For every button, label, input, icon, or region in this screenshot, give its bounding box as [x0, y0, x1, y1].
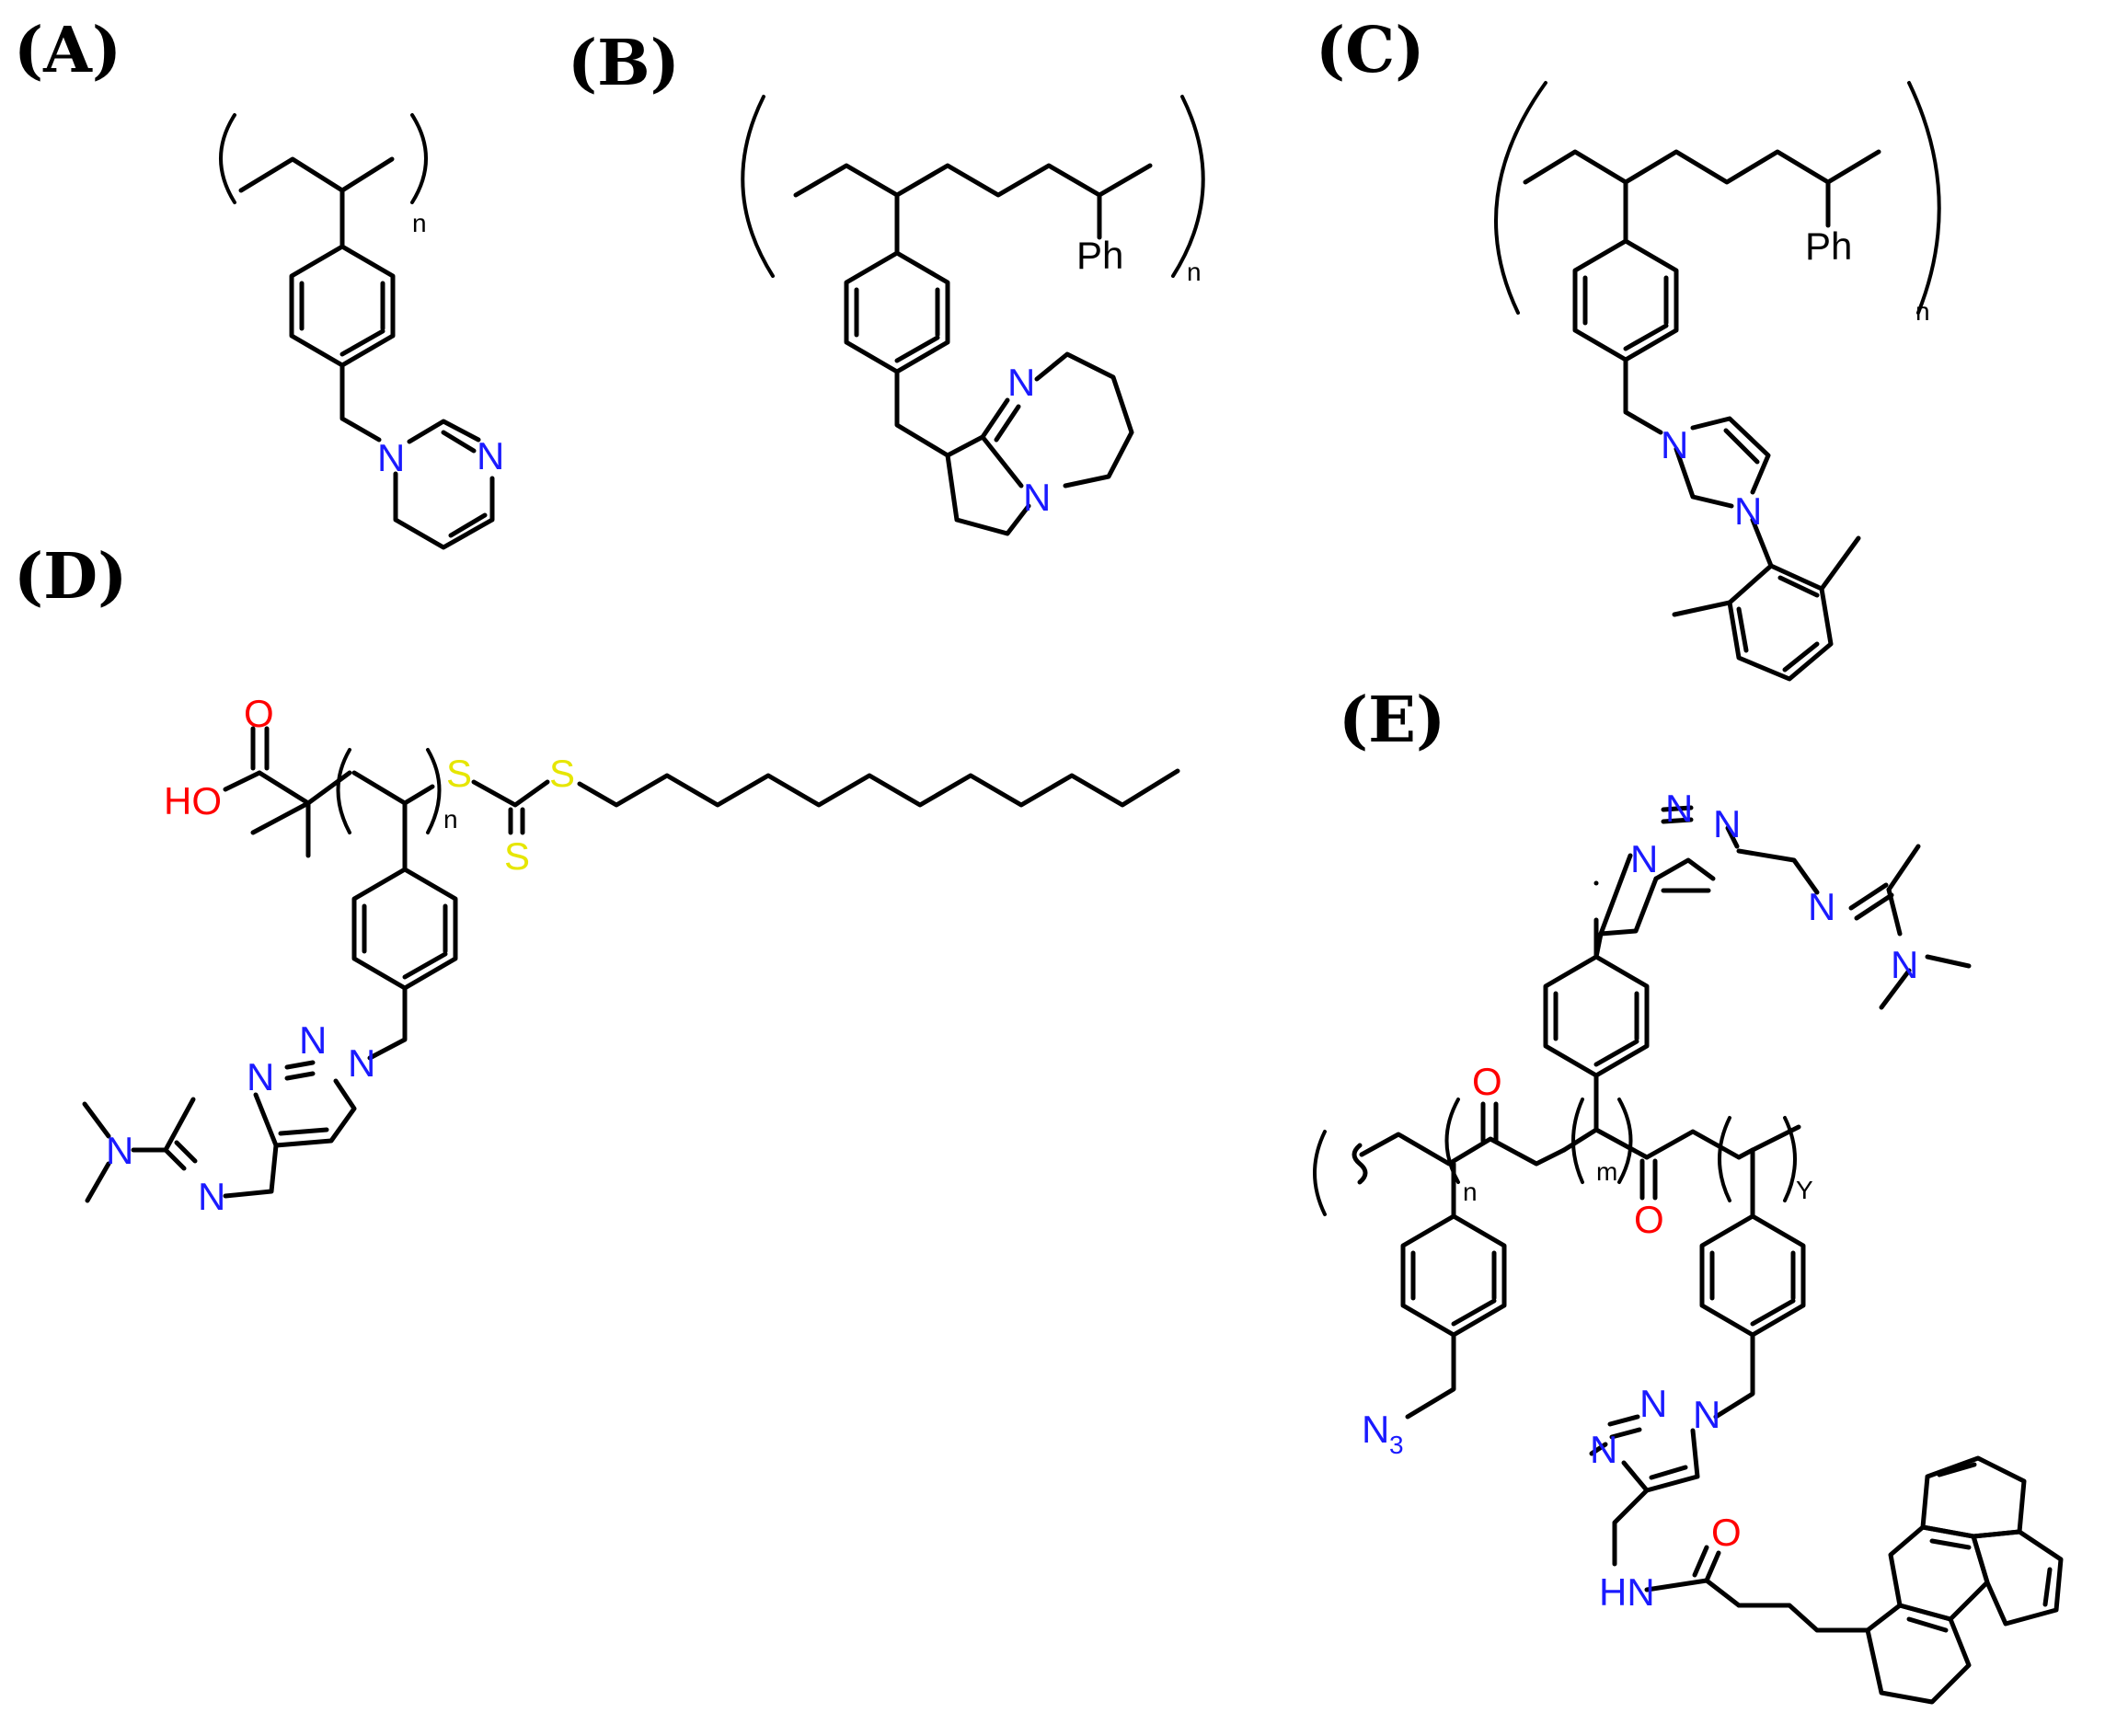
- atom-n-d3: N: [247, 1055, 274, 1098]
- bracket-right-a: [410, 113, 428, 204]
- subscript-n-c: n: [1915, 297, 1930, 326]
- atom-s-d3: S: [504, 834, 530, 878]
- atom-n3-e: N: [1362, 1408, 1389, 1451]
- panel-label-a: (A): [14, 14, 121, 87]
- atom-ph-c: Ph: [1805, 224, 1852, 268]
- atom-ho-d: HO: [164, 779, 222, 822]
- subscript-y-e: Y: [1796, 1176, 1813, 1204]
- atom-n-e6: N: [1693, 1393, 1720, 1436]
- bracket-left-e: [1313, 1130, 1327, 1216]
- atom-n-e5: N: [1891, 943, 1918, 986]
- subscript-n-e: n: [1463, 1178, 1478, 1206]
- atom-ph-b: Ph: [1076, 234, 1123, 277]
- atom-n-b2: N: [1023, 476, 1051, 519]
- atom-s-d2: S: [549, 752, 575, 795]
- bracket-right-e-m: [1617, 1098, 1633, 1184]
- structure-a: N N n: [219, 113, 504, 550]
- atom-n-a2: N: [477, 434, 504, 477]
- bracket-right-b: [1171, 95, 1205, 278]
- atom-s-d1: S: [446, 752, 472, 795]
- atom-o-e3: O: [1711, 1511, 1742, 1554]
- structure-c: N N Ph n: [1494, 81, 1941, 682]
- atom-n-d2: N: [299, 1018, 327, 1062]
- bracket-left-e-y: [1718, 1116, 1731, 1202]
- atom-n-b1: N: [1007, 361, 1035, 404]
- atom-o-e1: O: [1472, 1060, 1502, 1103]
- bracket-right-d: [426, 748, 442, 834]
- atom-n-e2: N: [1713, 802, 1741, 845]
- bracket-right-e-y: [1783, 1116, 1797, 1202]
- panel-label-c: (C): [1316, 14, 1424, 87]
- bracket-left-a: [219, 113, 236, 204]
- panel-label-e: (E): [1339, 684, 1445, 757]
- structure-b: N N Ph n: [741, 95, 1205, 536]
- subscript-n-d: n: [443, 805, 458, 834]
- atom-n-d5: N: [106, 1129, 133, 1172]
- atom-n-e1: N: [1665, 787, 1693, 830]
- atom-n-e4: N: [1808, 885, 1835, 928]
- atom-n-c2: N: [1734, 489, 1762, 533]
- atom-n-a1: N: [377, 436, 405, 479]
- atom-n-c1: N: [1661, 423, 1688, 466]
- bracket-left-d: [336, 748, 351, 834]
- subscript-n-a: n: [412, 209, 427, 237]
- atom-hn-e: HN: [1599, 1570, 1655, 1614]
- bracket-left-b: [741, 95, 775, 278]
- panel-label-d: (D): [14, 540, 127, 614]
- atom-n-e7: N: [1639, 1382, 1667, 1425]
- structure-d: HO O S S S n N N N N N: [82, 692, 1180, 1218]
- atom-n3-sub-e: 3: [1389, 1431, 1404, 1459]
- atom-n-d1: N: [348, 1041, 375, 1085]
- bracket-left-c: [1494, 81, 1547, 315]
- panel-label-b: (B): [568, 27, 680, 100]
- bracket-left-e-m: [1571, 1098, 1584, 1184]
- subscript-m-e: m: [1596, 1157, 1617, 1186]
- atom-n-d4: N: [198, 1175, 225, 1218]
- bracket-right-c: [1907, 81, 1941, 315]
- wavy-bond-e: [1352, 1143, 1368, 1185]
- atom-n-e8: N: [1590, 1428, 1617, 1471]
- subscript-n-b: n: [1187, 258, 1202, 286]
- atom-o-d: O: [244, 692, 274, 735]
- atom-n-e3: N: [1630, 837, 1658, 880]
- atom-o-e2: O: [1634, 1198, 1664, 1241]
- structure-e: N N N N N O O n m Y N 3 N N N HN O: [1313, 787, 2064, 1705]
